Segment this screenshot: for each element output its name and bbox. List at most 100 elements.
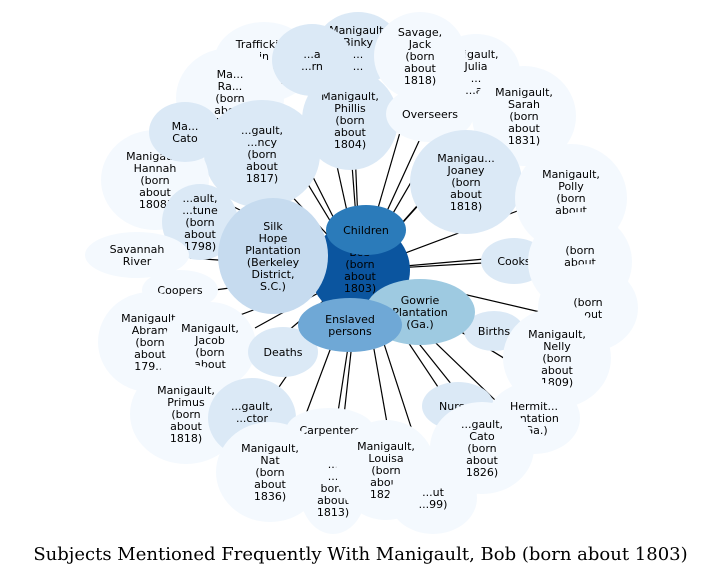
node-manigault-cato-left: Ma...Cato <box>149 102 221 162</box>
node-enslaved-label-line: Enslaved <box>325 313 375 326</box>
node-manigault-cato-label-line: Cato <box>469 430 495 443</box>
node-manigault-1799-shape <box>389 462 477 534</box>
node-manigault-nancy-label-line: about <box>246 160 278 173</box>
node-manigault-nat-label-line: Manigault, <box>241 442 299 455</box>
node-manigault-nancy-shape <box>204 100 320 208</box>
node-silk-hope-label-line: Plantation <box>245 244 301 257</box>
node-manigault-primus-shape <box>130 364 242 464</box>
node-manigault-sarah-label-line: (born <box>509 110 538 123</box>
node-manigault-1813-label-line: ... <box>328 470 339 483</box>
node-manigault-polly-label-line: Manigault, <box>542 168 600 181</box>
node-manigault-1799-label-line: ...ut <box>422 486 444 499</box>
node-manigault-joaney-label-line: 1818) <box>450 200 482 213</box>
node-manigault-polly-label-line: Polly <box>558 180 584 193</box>
node-hermitage-label-line: Hermit... <box>510 400 558 413</box>
node-trafficking-label-line: in <box>259 50 269 63</box>
node-manigault-nancy-label-line: 1817) <box>246 172 278 185</box>
node-right-born-label-line: (born <box>573 296 602 309</box>
node-silk-hope-label-line: Hope <box>259 232 288 245</box>
node-manigault-fortune-label-line: ...ault, <box>182 192 217 205</box>
node-manigault-nat-label-line: 1836) <box>254 490 286 503</box>
node-deaths: Deaths <box>248 327 318 377</box>
node-manigault-cato-label-line: ...gault, <box>461 418 503 431</box>
diagram-caption: Subjects Mentioned Frequently With Manig… <box>33 544 688 565</box>
node-coopers-label-line: Coopers <box>157 284 202 297</box>
node-manigault-clara-label-line: ...rn <box>301 60 323 73</box>
node-manigault-joaney-label-line: (born <box>451 176 480 189</box>
node-manigault-fortune-label-line: about <box>184 228 216 241</box>
node-manigault-1799-label-line: ...99) <box>419 498 448 511</box>
node-manigault-cato-left-label-line: Ma... <box>172 120 199 133</box>
node-manigault-hector-label-line: ...gault, <box>231 400 273 413</box>
node-manigault-nancy-label-line: ...ncy <box>247 136 278 149</box>
node-manigault-binky-top-label-line: Manigault, <box>329 24 387 37</box>
node-gowrie-label-line: Gowrie <box>401 294 440 307</box>
node-manigault-jacob-label-line: Jacob <box>194 334 225 347</box>
node-deaths-shape <box>248 327 318 377</box>
node-manigault-sarah-label-line: 1831) <box>508 134 540 147</box>
node-enslaved-shape <box>298 298 402 352</box>
node-manigault-nelly-label-line: (born <box>542 352 571 365</box>
node-manigault-binky-top-label-line: ... <box>353 60 364 73</box>
node-savage-jack-label-line: Savage, <box>398 26 442 39</box>
node-manigault-joaney-label-line: Joaney <box>447 164 485 177</box>
node-manigault-hector-label-line: ...ctor <box>236 412 269 425</box>
node-manigault-binky-top-label-line: Binky <box>343 36 374 49</box>
node-manigault-primus-label-line: (born <box>171 408 200 421</box>
node-manigault-nat-label-line: Nat <box>260 454 280 467</box>
node-manigault-cato-label-line: about <box>466 454 498 467</box>
node-manigault-ralph-label-line: Ra... <box>218 80 243 93</box>
node-manigault-cato-left-label-line: Cato <box>172 132 198 145</box>
node-manigault-clara-label-line: ...a <box>303 48 320 61</box>
node-manigault-jacob-label-line: Manigault, <box>181 322 239 335</box>
node-manigault-nelly-label-line: Nelly <box>543 340 571 353</box>
node-silk-hope-label-line: S.C.) <box>260 280 286 293</box>
node-manigault-abram-label-line: 179... <box>134 360 166 373</box>
node-savage-jack-label-line: (born <box>405 50 434 63</box>
node-manigault-binky-top-label-line: ... <box>353 48 364 61</box>
node-manigault-1813-label-line: about <box>317 494 349 507</box>
node-manigault-sarah-label-line: about <box>508 122 540 135</box>
node-manigault-1799: ...ut...99) <box>389 462 477 534</box>
node-manigault-sarah-label-line: Manigault, <box>495 86 553 99</box>
node-manigault-fortune-shape <box>162 184 238 260</box>
node-manigault-cato-left-shape <box>149 102 221 162</box>
node-carpenters-label-line: Carpenters <box>300 424 361 437</box>
node-manigault-primus-label-line: Manigault, <box>157 384 215 397</box>
network-diagram: Manigault,Binky.........igault,Julia....… <box>85 12 638 534</box>
node-manigault-nancy-label-line: (born <box>247 148 276 161</box>
node-manigault-nat-label-line: about <box>254 478 286 491</box>
node-manigault-ralph-label-line: (born <box>215 92 244 105</box>
node-manigault-1813-label-line: 1813) <box>317 506 349 519</box>
node-children: Children <box>326 205 406 255</box>
node-manigault-1827-label-line: (born <box>565 244 594 257</box>
node-children-label-line: Children <box>343 224 389 237</box>
node-manigault-joaney-shape <box>410 130 522 234</box>
node-overseers: Overseers <box>386 86 474 142</box>
node-manigault-phillis-shape <box>302 70 398 170</box>
node-manigault-julia-label-line: ... <box>471 72 482 85</box>
node-center-manigault-bob-label-line: about <box>344 270 376 283</box>
node-manigault-sarah-label-line: Sarah <box>508 98 540 111</box>
node-savage-jack-label-line: 1818) <box>404 74 436 87</box>
node-silk-hope-label-line: Silk <box>263 220 283 233</box>
node-cooks-label-line: Cooks <box>497 255 531 268</box>
node-savage-jack-label-line: Jack <box>408 38 432 51</box>
node-enslaved-label-line: persons <box>328 325 372 338</box>
node-silk-hope-label-line: District, <box>251 268 294 281</box>
node-manigault-phillis-label-line: Phillis <box>334 102 366 115</box>
node-manigault-nancy-label-line: ...gault, <box>241 124 283 137</box>
node-manigault-primus-label-line: about <box>170 420 202 433</box>
node-manigault-phillis-label-line: (born <box>335 114 364 127</box>
node-manigault-polly-label-line: (born <box>556 192 585 205</box>
node-manigault-abram-label-line: (born <box>135 336 164 349</box>
node-center-manigault-bob-label-line: (born <box>345 258 374 271</box>
node-manigault-fortune-label-line: ...tune <box>182 204 218 217</box>
node-savannah-river-label-line: Savannah <box>110 243 165 256</box>
node-savannah-river-label-line: River <box>123 255 152 268</box>
node-overseers-shape <box>386 86 474 142</box>
